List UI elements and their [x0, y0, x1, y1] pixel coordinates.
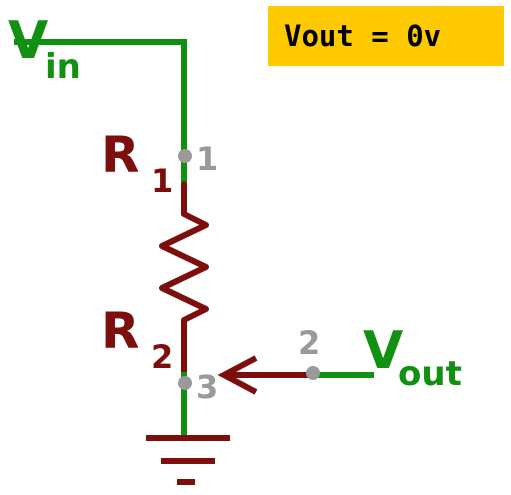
r2-subscript: 2: [151, 338, 173, 376]
r1-subscript: 1: [151, 162, 173, 200]
pin2-dot: [306, 366, 320, 380]
pin3-dot: [178, 376, 192, 390]
r2-label: R: [101, 302, 140, 360]
pin3-label: 3: [196, 368, 218, 406]
resistor-symbol: [159, 181, 209, 375]
vin-subscript: in: [45, 47, 81, 87]
vin-label: V: [8, 11, 48, 71]
pin1-label: 1: [196, 140, 218, 178]
ground-symbol: [146, 435, 230, 485]
wiper-arrow: [217, 355, 318, 395]
pin2-label: 2: [298, 324, 320, 362]
vout-label: V: [363, 321, 403, 381]
vout-readout: Vout = 0v: [268, 6, 504, 66]
vin-wire: [14, 39, 187, 198]
vout-subscript: out: [398, 354, 462, 394]
pin-dots: [178, 149, 320, 390]
r1-label: R: [101, 126, 140, 184]
pin1-dot: [178, 149, 192, 163]
